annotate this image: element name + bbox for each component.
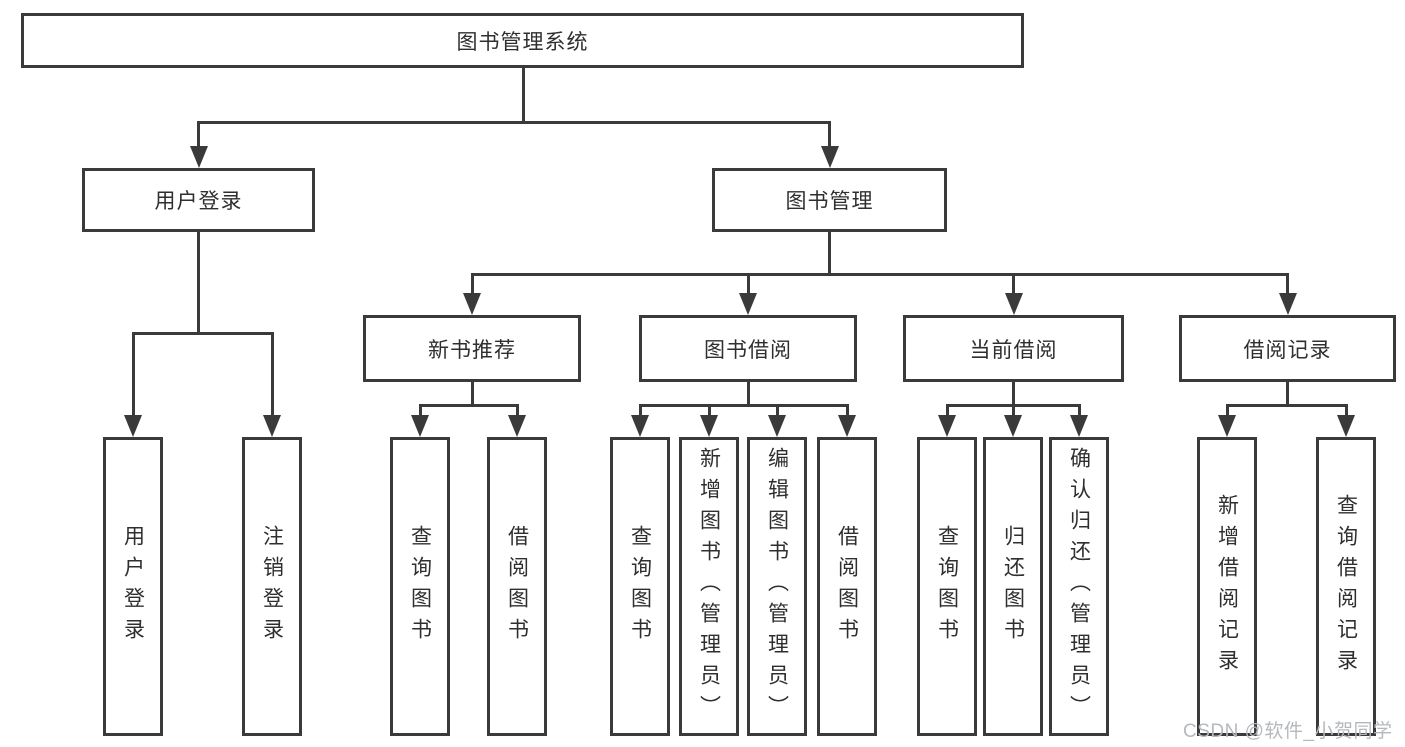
- connector-stem: [1011, 404, 1015, 418]
- leaf-logout: 注销登录: [242, 437, 302, 736]
- arrow-down-icon: [1004, 293, 1023, 315]
- connector-stem: [1077, 404, 1081, 418]
- connector-level3-rail: [470, 273, 1289, 276]
- arrow-down-icon: [508, 415, 526, 437]
- arrow-down-icon: [463, 293, 481, 315]
- connector-stem: [270, 332, 274, 418]
- arrow-down-icon: [700, 415, 718, 437]
- node-new-book-recommend: 新书推荐: [363, 315, 581, 382]
- arrow-down-icon: [411, 415, 429, 437]
- connector-stem: [197, 121, 200, 149]
- node-root: 图书管理系统: [21, 13, 1024, 68]
- arrow-down-icon: [124, 415, 142, 437]
- leaf-query-books: 查询图书: [917, 437, 977, 736]
- node-book-management: 图书管理: [712, 168, 947, 232]
- connector-stem: [1344, 404, 1348, 418]
- connector-stem: [131, 332, 135, 418]
- connector-stem: [1225, 404, 1229, 418]
- node-current-borrow: 当前借阅: [903, 315, 1124, 382]
- arrow-down-icon: [768, 415, 786, 437]
- leaf-borrow-books: 借阅图书: [487, 437, 547, 736]
- connector-trunk: [197, 232, 200, 335]
- node-borrow-records: 借阅记录: [1179, 315, 1396, 382]
- arrow-down-icon: [1337, 415, 1355, 437]
- arrow-down-icon: [1070, 415, 1088, 437]
- arrow-down-icon: [938, 415, 956, 437]
- arrow-down-icon: [263, 415, 281, 437]
- arrow-down-icon: [1004, 415, 1022, 437]
- arrow-down-icon: [820, 146, 839, 168]
- leaf-add-books-admin: 新增图书（管理员）: [679, 437, 739, 736]
- arrow-down-icon: [739, 293, 757, 315]
- connector-rail: [638, 404, 849, 407]
- connector-trunk: [1286, 382, 1289, 407]
- leaf-query-borrow-record: 查询借阅记录: [1316, 437, 1376, 736]
- connector-stem: [945, 404, 949, 418]
- leaf-borrow-books: 借阅图书: [817, 437, 877, 736]
- arrow-down-icon: [1278, 293, 1297, 315]
- arrow-down-icon: [189, 146, 208, 168]
- leaf-add-borrow-record: 新增借阅记录: [1197, 437, 1257, 736]
- leaf-user-login: 用户登录: [103, 437, 163, 736]
- connector-rail: [131, 332, 274, 335]
- connector-stem: [746, 273, 750, 297]
- connector-trunk: [828, 232, 831, 275]
- connector-rail: [418, 404, 519, 407]
- leaf-edit-books-admin: 编辑图书（管理员）: [747, 437, 807, 736]
- connector-stem: [418, 404, 422, 418]
- leaf-confirm-return-admin: 确认归还（管理员）: [1049, 437, 1109, 736]
- connector-stem: [638, 404, 642, 418]
- connector-stem: [707, 404, 711, 418]
- connector-stem: [1012, 273, 1015, 297]
- connector-level2-rail: [197, 121, 831, 124]
- connector-stem: [845, 404, 849, 418]
- connector-stem: [515, 404, 519, 418]
- connector-stem: [1286, 273, 1289, 297]
- node-user-login: 用户登录: [82, 168, 315, 232]
- node-book-borrow: 图书借阅: [639, 315, 857, 382]
- arrow-down-icon: [838, 415, 856, 437]
- leaf-query-books: 查询图书: [390, 437, 450, 736]
- connector-stem: [828, 121, 831, 149]
- arrow-down-icon: [631, 415, 649, 437]
- watermark: CSDN @软件_小贺同学: [1183, 721, 1393, 742]
- connector-trunk: [470, 382, 474, 407]
- connector-rail: [1225, 404, 1348, 407]
- connector-trunk: [1012, 382, 1015, 407]
- connector-stem: [775, 404, 779, 418]
- arrow-down-icon: [1218, 415, 1236, 437]
- leaf-query-books: 查询图书: [610, 437, 670, 736]
- connector-stem: [470, 273, 474, 297]
- connector-root-trunk: [521, 68, 525, 123]
- leaf-return-books: 归还图书: [983, 437, 1043, 736]
- connector-trunk: [746, 382, 750, 407]
